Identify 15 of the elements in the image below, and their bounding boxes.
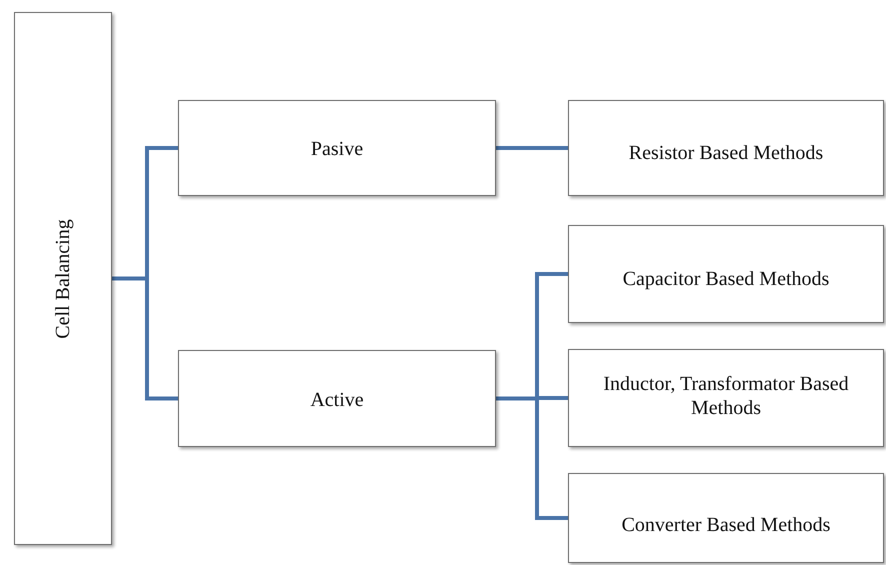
node-label: Inductor, Transformator Based Methods [602,372,850,420]
category-box [568,100,884,196]
node-label: Active [309,388,365,412]
node-label: Capacitor Based Methods [622,267,830,291]
category-box [568,225,884,323]
category-box [568,473,884,563]
category-box [178,100,496,196]
connector-line [496,146,568,150]
node-label: Cell Balancing [51,218,75,338]
node-label: Converter Based Methods [620,513,832,537]
node-label: Pasive [310,137,364,161]
category-box [14,12,112,545]
node-label: Resistor Based Methods [628,141,824,165]
category-box [568,349,884,447]
category-box [178,350,496,447]
